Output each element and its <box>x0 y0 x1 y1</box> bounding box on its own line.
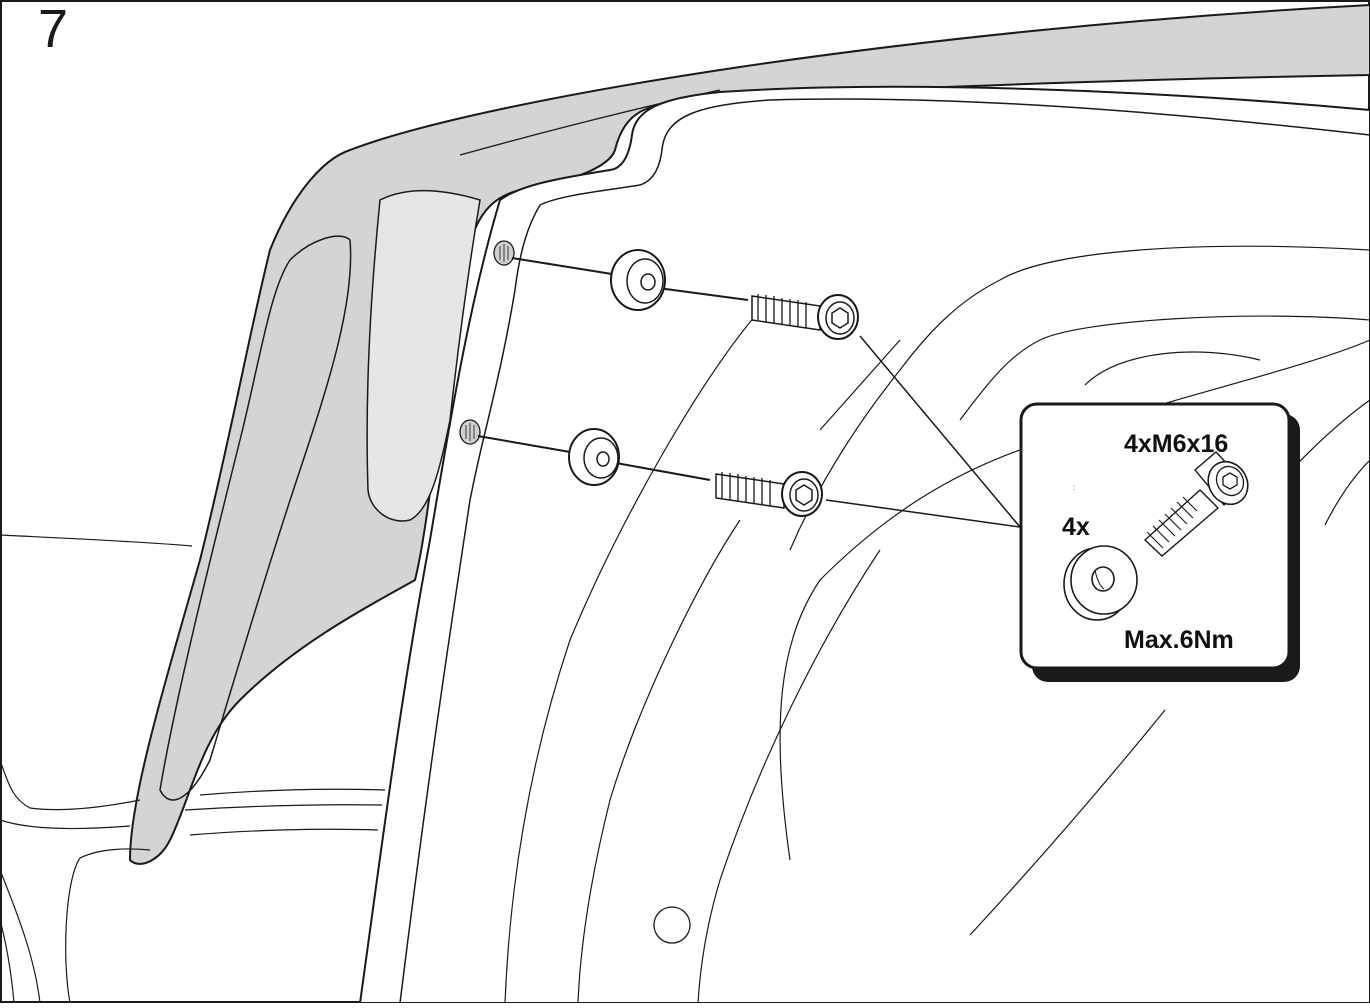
panel-edge-line <box>399 204 541 1004</box>
assembly-line-upper-2 <box>657 287 749 301</box>
contour-6 <box>504 309 761 1004</box>
contour-4 <box>779 339 1370 861</box>
washer-qty-label: 4x <box>1062 513 1090 541</box>
pillar-recess-right <box>366 189 481 522</box>
assembly-line-upper <box>511 257 613 275</box>
floor-line-4 <box>199 788 386 796</box>
contour-2 <box>959 315 1370 421</box>
floor-line-6 <box>0 869 41 1004</box>
bolt-upper <box>751 294 859 340</box>
parts-callout: 4xM6x16 4x Max.6Nm : <box>1019 402 1300 682</box>
pillar-recess-left <box>159 235 352 801</box>
step-number: 7 <box>38 0 69 59</box>
floor-line-5 <box>184 804 383 811</box>
contour-10 <box>1324 459 1370 526</box>
assembly-line-lower <box>477 435 571 453</box>
floor-line-7 <box>0 919 15 1004</box>
leader-line-lower <box>825 499 1021 528</box>
main-panel <box>358 85 1370 1004</box>
callout-dot-mark: : <box>1073 483 1075 492</box>
contour-7 <box>577 519 741 1004</box>
torque-label: Max.6Nm <box>1124 626 1234 654</box>
panel-inner-lip <box>539 98 1370 206</box>
contour-9 <box>969 709 1166 936</box>
contour-1 <box>789 245 1370 551</box>
floor-line-2 <box>0 759 141 811</box>
panel-hole <box>653 906 691 944</box>
floor-shape <box>65 828 379 1004</box>
callout-bolt <box>1143 451 1249 557</box>
leader-line-upper <box>859 335 1021 528</box>
bolt-spec-label: 4xM6x16 <box>1124 430 1228 458</box>
contour-8 <box>697 549 881 1004</box>
mount-hole-lower <box>459 419 481 445</box>
contour-3 <box>1084 351 1261 386</box>
floor-line-3 <box>0 819 131 830</box>
contour-11 <box>819 339 901 431</box>
floor-line-1 <box>0 534 193 547</box>
washer-upper <box>610 249 666 311</box>
bolt-lower <box>715 471 823 517</box>
mount-hole-upper <box>493 240 515 266</box>
callout-washer <box>1063 545 1138 621</box>
washer-lower <box>568 428 620 486</box>
assembly-line-lower-2 <box>615 462 711 481</box>
